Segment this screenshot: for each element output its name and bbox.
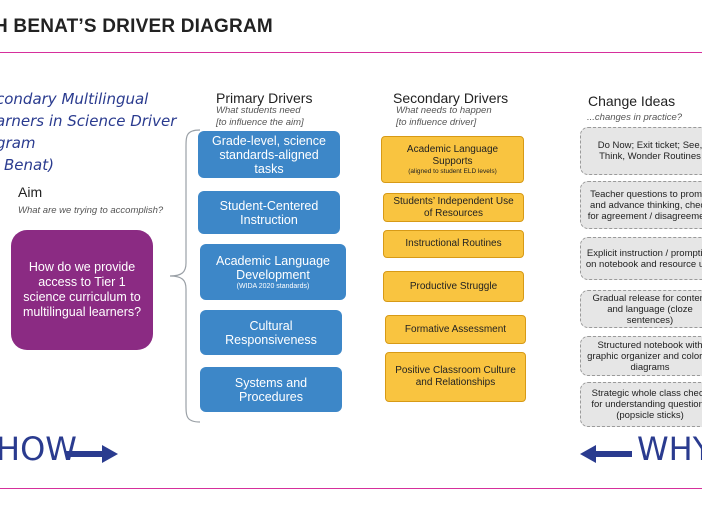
footer-divider: [0, 488, 702, 489]
change-idea-label: Structured notebook with graphic organiz…: [587, 339, 702, 373]
change-idea-label: Do Now; Exit ticket; See, Think, Wonder …: [597, 140, 702, 162]
diagram-title-line: condary Multilingual: [0, 90, 149, 108]
secondary-driver-box: Academic Language Supports (aligned to s…: [381, 136, 524, 183]
secondary-driver-box: Students’ Independent Use of Resources: [383, 193, 524, 222]
primary-bracket: [169, 129, 201, 423]
change-idea-box: Do Now; Exit ticket; See, Think, Wonder …: [580, 127, 702, 175]
secondary-driver-label: Formative Assessment: [404, 323, 507, 335]
secondary-driver-label: Productive Struggle: [409, 280, 498, 292]
secondary-driver-label: Academic Language Supports: [406, 143, 499, 167]
primary-driver-box: Student-Centered Instruction: [198, 191, 340, 234]
change-idea-label: Teacher questions to prompt and advance …: [587, 188, 702, 222]
diagram-title-line: Benat): [4, 156, 54, 174]
how-label: HOW: [0, 430, 77, 468]
primary-heading: Primary Drivers: [216, 90, 313, 106]
secondary-sub1: What needs to happen: [396, 105, 492, 116]
change-idea-box: Explicit instruction / prompting on note…: [580, 237, 702, 280]
primary-driver-label: Academic Language Development: [216, 253, 330, 282]
primary-driver-label: Student-Centered Instruction: [219, 198, 319, 227]
secondary-driver-box: Instructional Routines: [383, 230, 524, 258]
aim-question: What are we trying to accomplish?: [18, 205, 164, 216]
change-idea-label: Explicit instruction / prompting on note…: [585, 247, 702, 270]
header-divider: [0, 52, 702, 53]
secondary-driver-box: Formative Assessment: [385, 315, 526, 344]
secondary-heading: Secondary Drivers: [393, 90, 509, 106]
primary-sub2: [to influence the aim]: [216, 117, 304, 128]
change-sub: ...changes in practice?: [587, 112, 683, 123]
change-idea-box: Teacher questions to prompt and advance …: [580, 181, 702, 229]
diagram-title-line: gram: [0, 134, 36, 152]
change-idea-box: Strategic whole class check for understa…: [580, 382, 702, 427]
primary-driver-label: Grade-level, science standards-aligned t…: [212, 133, 326, 176]
primary-driver-label: Cultural Responsiveness: [225, 318, 317, 347]
secondary-driver-box: Positive Classroom Culture and Relations…: [385, 352, 526, 402]
primary-driver-box: Grade-level, science standards-aligned t…: [198, 131, 340, 178]
secondary-driver-box: Productive Struggle: [383, 271, 524, 302]
aim-heading: Aim: [18, 184, 43, 200]
change-idea-box: Gradual release for content and language…: [580, 290, 702, 328]
primary-driver-box: Academic Language Development (WIDA 2020…: [200, 244, 346, 300]
secondary-driver-note: (aligned to student ELD levels): [408, 167, 497, 175]
change-heading: Change Ideas: [588, 93, 676, 109]
change-idea-box: Structured notebook with graphic organiz…: [580, 336, 702, 376]
change-idea-label: Gradual release for content and language…: [592, 292, 702, 326]
left-arrow-icon: [580, 445, 632, 463]
primary-sub1: What students need: [216, 105, 301, 116]
secondary-driver-label: Students’ Independent Use of Resources: [393, 195, 514, 219]
diagram-title: condary Multilingual arners in Science D…: [0, 88, 186, 176]
secondary-sub2: [to influence driver]: [396, 117, 477, 128]
diagram-title-line: arners in Science Driver: [0, 112, 177, 130]
page-title: H BENAT’S DRIVER DIAGRAM: [0, 16, 273, 37]
primary-driver-note: (WIDA 2020 standards): [236, 282, 310, 290]
right-arrow-icon: [66, 445, 118, 463]
primary-driver-label: Systems and Procedures: [234, 375, 308, 404]
why-label: WHY: [637, 430, 702, 468]
change-idea-label: Strategic whole class check for understa…: [591, 388, 702, 421]
aim-text: How do we provide access to Tier 1 scien…: [22, 260, 142, 319]
aim-box: How do we provide access to Tier 1 scien…: [11, 230, 153, 350]
secondary-driver-label: Instructional Routines: [405, 238, 502, 249]
primary-driver-box: Systems and Procedures: [200, 367, 342, 412]
primary-driver-box: Cultural Responsiveness: [200, 310, 342, 355]
secondary-driver-label: Positive Classroom Culture and Relations…: [395, 365, 516, 388]
